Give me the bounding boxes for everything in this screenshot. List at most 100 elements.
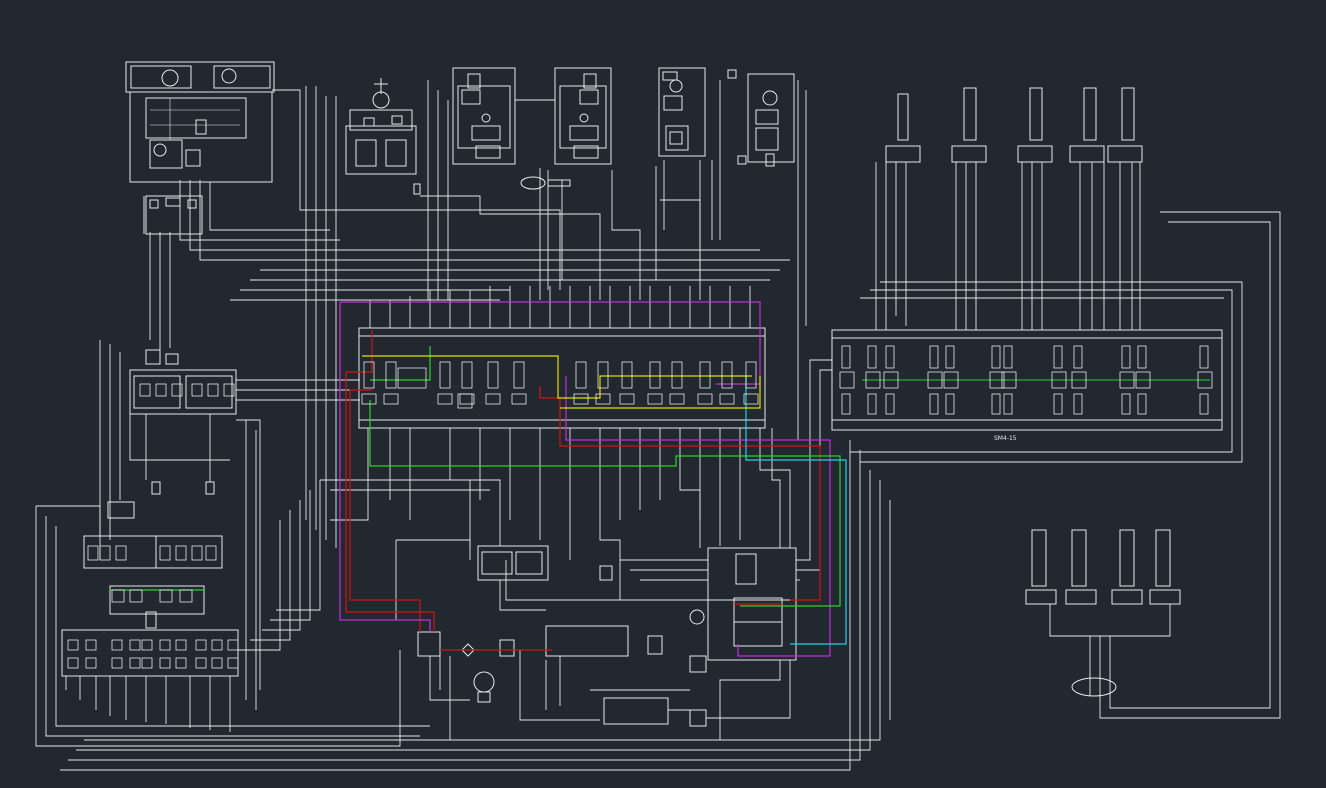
valve-body bbox=[111, 589, 125, 603]
rotary-motor-block bbox=[345, 78, 421, 195]
yellow-pipe bbox=[362, 355, 761, 409]
pipe-line bbox=[505, 560, 800, 601]
valve-body bbox=[191, 545, 203, 561]
valve-body bbox=[155, 383, 167, 397]
pump-station-block bbox=[417, 545, 797, 727]
pipe-line bbox=[519, 650, 600, 721]
pipe-line bbox=[36, 505, 101, 536]
valve-body bbox=[647, 393, 663, 405]
magenta-pipe-segment bbox=[340, 301, 761, 385]
valve-body bbox=[1001, 371, 1017, 389]
red-pipe-segment bbox=[345, 330, 435, 632]
valve-spool bbox=[885, 345, 895, 369]
red-pipe bbox=[345, 330, 821, 651]
power-head-block bbox=[125, 61, 275, 183]
valve-body bbox=[619, 393, 635, 405]
green-pipe-segment bbox=[369, 400, 841, 607]
brake-valve-block bbox=[658, 67, 706, 157]
valve-spool bbox=[841, 393, 851, 415]
valve-body bbox=[99, 545, 111, 561]
valve-body bbox=[697, 393, 713, 405]
valve-body bbox=[223, 383, 235, 397]
pipe-line bbox=[860, 281, 1243, 463]
pipe-line bbox=[45, 516, 420, 737]
valve-spool bbox=[363, 361, 375, 389]
pipe-line bbox=[706, 660, 791, 719]
pipe-line bbox=[599, 428, 621, 600]
valve-body bbox=[989, 371, 1005, 389]
pipe-line bbox=[660, 199, 701, 300]
pipe-line bbox=[84, 480, 881, 741]
pipe-line bbox=[611, 170, 641, 300]
valve-spool bbox=[597, 361, 609, 389]
valve-spool bbox=[575, 361, 587, 389]
magenta-pipe-segment bbox=[565, 376, 831, 657]
valve-body bbox=[207, 383, 219, 397]
valve-spool bbox=[1137, 345, 1147, 369]
travel-motor-block bbox=[452, 67, 612, 190]
valve-body bbox=[927, 371, 943, 389]
pipe-line bbox=[760, 326, 799, 441]
valve-body bbox=[129, 657, 141, 669]
pipe-line bbox=[796, 369, 832, 571]
valve-body bbox=[85, 639, 97, 651]
pipe-line bbox=[209, 182, 330, 231]
valve-body bbox=[883, 371, 899, 389]
right-valve-bank bbox=[831, 329, 1223, 431]
pipe-line bbox=[449, 656, 781, 741]
valve-spool bbox=[991, 393, 1001, 415]
valve-body bbox=[191, 383, 203, 397]
valve-body bbox=[1135, 371, 1151, 389]
valve-body bbox=[139, 383, 151, 397]
magenta-pipe bbox=[339, 301, 831, 657]
valve-body bbox=[1051, 371, 1067, 389]
valve-body bbox=[195, 657, 207, 669]
valve-body bbox=[115, 545, 127, 561]
valve-body bbox=[111, 639, 123, 651]
valve-body bbox=[141, 657, 153, 669]
valve-body bbox=[397, 367, 427, 389]
valve-body bbox=[205, 545, 217, 561]
cyan-pipe bbox=[745, 376, 847, 645]
pipe-line bbox=[236, 419, 261, 690]
valve-spool bbox=[461, 361, 473, 389]
green-pipe-segment bbox=[370, 346, 431, 381]
pipe-line bbox=[129, 414, 230, 461]
valve-body bbox=[175, 639, 187, 651]
valve-body bbox=[1197, 371, 1213, 389]
valve-spool bbox=[513, 361, 525, 389]
valve-body bbox=[511, 393, 527, 405]
valve-body bbox=[573, 393, 589, 405]
valve-body bbox=[743, 393, 759, 405]
pipe-line bbox=[850, 289, 1233, 453]
valve-spool bbox=[745, 361, 757, 389]
pipe-line bbox=[68, 450, 861, 761]
pipe-line bbox=[1109, 221, 1271, 709]
pipe-line bbox=[35, 506, 401, 747]
valve-body bbox=[175, 545, 187, 561]
valve-spool bbox=[841, 345, 851, 369]
pipe-line bbox=[179, 180, 340, 241]
valve-body bbox=[171, 383, 183, 397]
valve-body bbox=[141, 639, 153, 651]
pipe-line bbox=[60, 440, 851, 771]
valve-body bbox=[595, 393, 611, 405]
valve-body bbox=[179, 589, 193, 603]
pipe-line bbox=[270, 490, 311, 621]
pipe-line bbox=[272, 89, 561, 290]
valve-bank-model-label: SM4-15 bbox=[994, 435, 1017, 442]
valve-spool bbox=[991, 345, 1001, 369]
valve-spool bbox=[1121, 345, 1131, 369]
valve-spool bbox=[867, 345, 877, 369]
pipe-line bbox=[320, 479, 501, 546]
valve-body bbox=[211, 639, 223, 651]
valve-body bbox=[85, 657, 97, 669]
pipe-line bbox=[250, 510, 291, 641]
yellow-pipe-segment bbox=[560, 376, 761, 409]
pipe-line bbox=[262, 500, 301, 631]
valve-spool bbox=[1003, 393, 1013, 415]
valve-spool bbox=[1003, 345, 1013, 369]
valve-spool bbox=[671, 361, 683, 389]
valve-body bbox=[159, 545, 171, 561]
cylinder-group-bottom-right bbox=[1025, 529, 1181, 697]
